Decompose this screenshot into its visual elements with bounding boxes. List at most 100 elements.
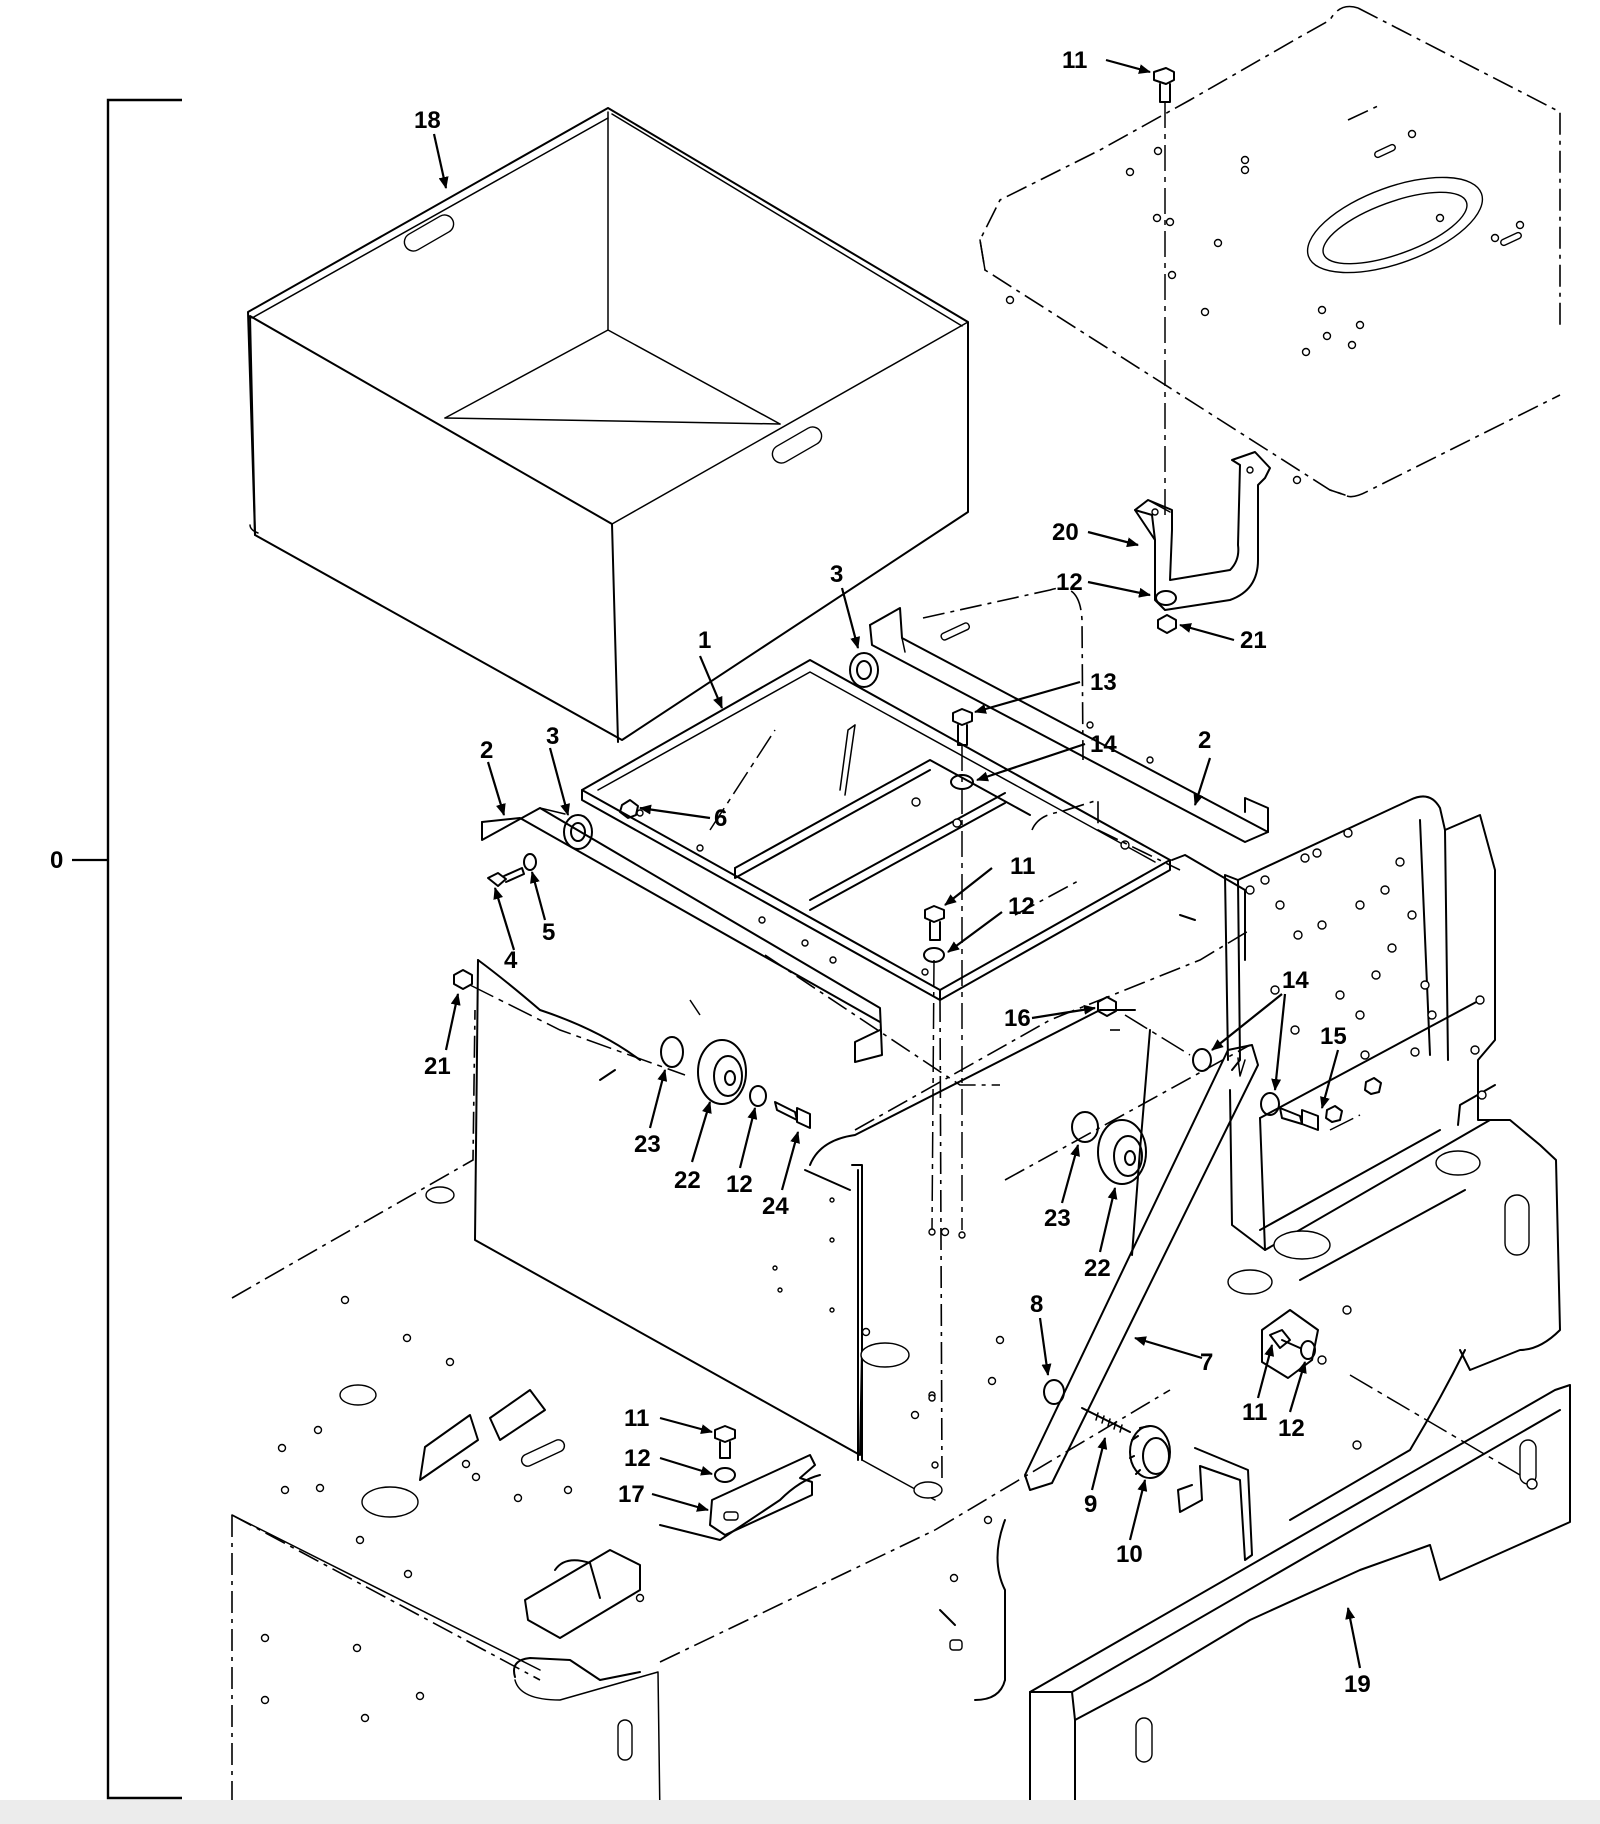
leader-23-left: [648, 1069, 668, 1129]
wheel-22-left: [697, 1039, 747, 1105]
callout-6: 6: [714, 805, 727, 832]
callout-11-bottom: 11: [624, 1405, 649, 1432]
callout-4: 4: [504, 947, 518, 974]
deck-holes: [1005, 129, 1525, 485]
callout-21-left: 21: [424, 1053, 451, 1080]
seat-frame: [581, 659, 1246, 1001]
washer-14-right-a: [1192, 1048, 1212, 1072]
vertical-dots: [772, 1197, 966, 1469]
bottom-channel: [1029, 1384, 1571, 1811]
callout-2-left: 2: [480, 737, 493, 764]
callout-12-center: 12: [1008, 893, 1035, 920]
callout-21-top: 21: [1240, 627, 1267, 654]
footer-band: [0, 1800, 1600, 1824]
leader-12-right: [1288, 1361, 1307, 1413]
leader-12-top: [1087, 580, 1151, 598]
washer-top: [1155, 590, 1177, 606]
washer-lower: [714, 1467, 736, 1483]
leader-15: [1320, 1049, 1340, 1109]
leader-6: [639, 804, 711, 820]
callout-12-bottom: 12: [624, 1445, 651, 1472]
hardware: [453, 67, 1382, 1561]
leader-2-right: [1193, 757, 1212, 806]
callout-16: 16: [1004, 1005, 1031, 1032]
callout-labels: 0 1 2 2 3 3 4 5 6 7 8 9 10 11 11 11 11 1…: [50, 47, 1371, 1698]
leader-1: [698, 655, 724, 709]
callout-22-right: 22: [1084, 1255, 1111, 1282]
callout-12-right: 12: [1278, 1415, 1305, 1442]
leader-17: [651, 1492, 709, 1512]
callout-23-left: 23: [634, 1131, 661, 1158]
callout-14-right: 14: [1282, 967, 1309, 994]
leader-12-bottom: [659, 1456, 713, 1476]
nut-left: [453, 969, 473, 990]
leader-4: [493, 887, 516, 951]
leader-23-right: [1060, 1144, 1080, 1204]
callout-20: 20: [1052, 519, 1079, 546]
slide-rail-right: [869, 607, 1269, 843]
center-lines: [469, 102, 1521, 1476]
washer-12-left: [749, 1085, 767, 1107]
leader-10: [1128, 1479, 1148, 1541]
callout-12-top: 12: [1056, 569, 1083, 596]
knob-bracket: [1177, 1447, 1253, 1561]
bolt-4: [487, 867, 525, 887]
leader-3-right: [840, 587, 860, 649]
leader-3-left: [548, 747, 570, 816]
leader-18: [432, 133, 449, 189]
slide-rail-left: [481, 807, 883, 1063]
leader-11-right: [1256, 1344, 1275, 1399]
leader-22-left: [690, 1101, 712, 1163]
callout-7: 7: [1200, 1349, 1213, 1376]
upper-deck-plate: [979, 5, 1561, 498]
callout-11-top: 11: [1062, 47, 1087, 74]
nut-frame: [1364, 1077, 1382, 1095]
knob-10: [1129, 1425, 1171, 1479]
callout-23-right: 23: [1044, 1205, 1071, 1232]
callout-13: 13: [1090, 669, 1117, 696]
wheel-22-right: [1097, 1119, 1147, 1185]
leader-11-bottom: [659, 1416, 713, 1434]
callout-5: 5: [542, 919, 555, 946]
storage-box: [247, 107, 969, 743]
bolt-13: [952, 708, 973, 746]
leader-22-right: [1098, 1187, 1118, 1253]
callout-12-left: 12: [726, 1171, 753, 1198]
callout-3-left: 3: [546, 723, 559, 750]
stud-9: [1081, 1407, 1131, 1433]
bolt-center: [924, 905, 945, 941]
leader-11-top: [1105, 58, 1151, 74]
leader-14-right-a: [1211, 993, 1283, 1051]
callout-3-right: 3: [830, 561, 843, 588]
callout-1: 1: [698, 627, 711, 654]
washer-14-right-b: [1260, 1092, 1280, 1116]
leader-8: [1038, 1317, 1052, 1376]
callout-14-top: 14: [1090, 731, 1117, 758]
leader-19: [1345, 1607, 1362, 1669]
leader-24: [780, 1131, 800, 1191]
callout-18: 18: [414, 107, 441, 134]
right-side-frame: [1224, 795, 1561, 1521]
leader-14-right-b: [1271, 993, 1287, 1091]
nut-16: [1097, 996, 1117, 1017]
adjust-arm: [1024, 1044, 1259, 1491]
lower-left-deck: [231, 1009, 1005, 1821]
leader-16: [1031, 1004, 1096, 1020]
callout-0: 0: [50, 847, 63, 874]
spacer-8: [1043, 1379, 1065, 1405]
bolt-15: [1279, 1107, 1319, 1131]
center-frame: [474, 959, 1171, 1701]
support-bracket: [1134, 451, 1271, 611]
roller-left: [563, 814, 593, 850]
nut-15: [1325, 1105, 1343, 1123]
leader-20: [1087, 530, 1139, 548]
frame-holes: [1245, 828, 1487, 1450]
leader-11-center: [944, 867, 993, 906]
spacer-23-right: [1071, 1111, 1099, 1143]
lower-deck-holes: [260, 1227, 1005, 1723]
callout-11-right: 11: [1242, 1399, 1267, 1426]
callout-24: 24: [762, 1193, 789, 1220]
mount-plate-right: [1261, 1309, 1327, 1379]
